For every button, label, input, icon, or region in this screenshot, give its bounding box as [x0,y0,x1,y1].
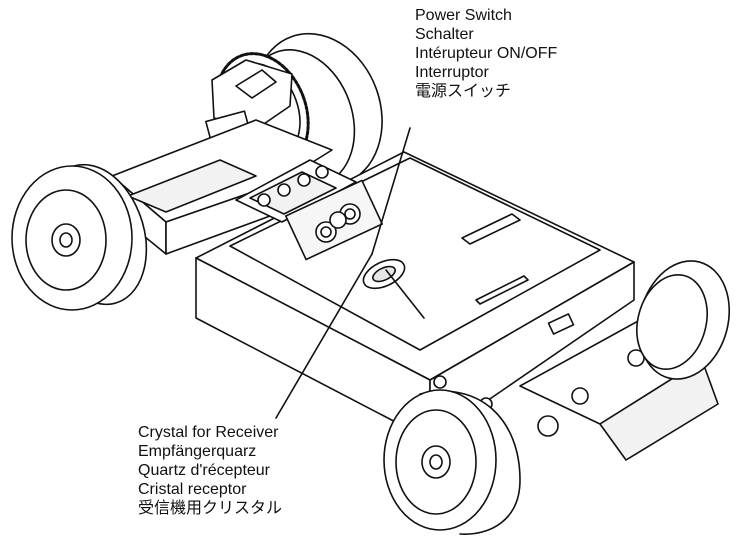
power-switch-label-ja: 電源スイッチ [415,83,512,100]
leader-lines [275,127,425,419]
power-switch-label-fr: Intérupteur ON/OFF [415,45,558,62]
battery-block [235,159,357,223]
crystal-label: Crystal for Receiver Empfängerquarz Quar… [138,423,282,518]
crystal-label-fr: Quartz d'récepteur [138,462,271,479]
crystal-label-en: Crystal for Receiver [138,424,279,441]
crystal-label-ja: 受信機用クリスタル [138,500,283,517]
crystal-label-es: Cristal receptor [138,481,247,498]
rear-left-wheel [11,164,148,311]
motor-screws [284,179,384,261]
power-switch-label-en: Power Switch [415,7,512,24]
power-switch-label-es: Interruptor [415,64,489,81]
crystal-label-de: Empfängerquarz [138,443,257,460]
front-left-wheel [383,389,521,535]
power-switch-label-de: Schalter [415,26,474,43]
power-switch-label: Power Switch Schalter Intérupteur ON/OFF… [415,6,557,101]
chassis-right-details [461,213,575,335]
front-right-wheel [636,260,731,380]
